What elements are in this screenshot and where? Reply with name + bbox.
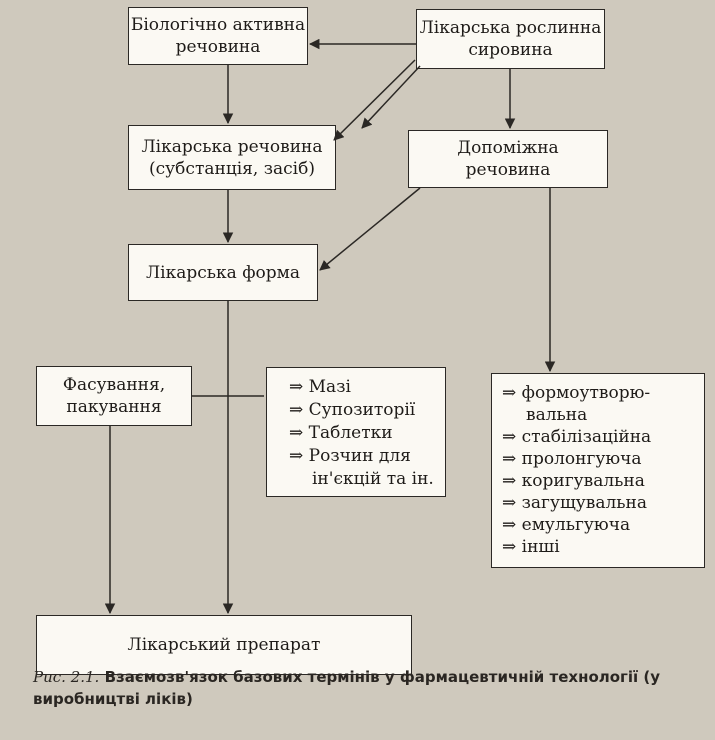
box-medicinal-product: Лікарський препарат bbox=[36, 615, 412, 675]
box-dosage-form: Лікарська форма bbox=[128, 244, 318, 301]
list-item: ⇒ Мазі bbox=[289, 377, 351, 397]
list-item: ⇒ Розчин для bbox=[289, 446, 411, 466]
box-text-line: (субстанція, засіб) bbox=[149, 158, 315, 179]
box-text-line: речовина bbox=[465, 160, 551, 180]
list-item: ⇒ стабілізаційна bbox=[502, 427, 652, 447]
list-item: ⇒ пролонгуюча bbox=[502, 449, 642, 469]
list-item: ін'єкцій та ін. bbox=[312, 469, 434, 489]
list-item: ⇒ інші bbox=[502, 537, 560, 557]
box-packaging: Фасування, пакування bbox=[36, 366, 192, 426]
figure-caption: Рис. 2.1. Взаємозв'язок базових термінів… bbox=[33, 666, 709, 710]
box-text-line: Фасування, bbox=[62, 375, 166, 395]
list-item: ⇒ загущувальна bbox=[502, 493, 647, 513]
list-item: ⇒ Таблетки bbox=[289, 423, 393, 443]
box-text-line: Допоміжна bbox=[457, 138, 559, 158]
box-biologically-active-substance: Біологічно активна речовина bbox=[128, 7, 308, 65]
box-text-line: Лікарська рослинна bbox=[419, 18, 602, 38]
box-auxiliary-substance: Допоміжна речовина bbox=[408, 130, 608, 188]
list-item: ⇒ Супозиторії bbox=[289, 400, 416, 420]
box-medicinal-plant-raw-material: Лікарська рослинна сировина bbox=[416, 9, 605, 69]
figure-label: Рис. 2.1. bbox=[33, 668, 100, 686]
list-item: ⇒ коригувальна bbox=[502, 471, 645, 491]
box-text-line: Лікарська форма bbox=[146, 262, 300, 283]
box-text-line: сировина bbox=[468, 40, 553, 60]
box-text-line: пакування bbox=[66, 397, 162, 417]
box-auxiliary-functions-list: ⇒ формоутворю- вальна ⇒ стабілізаційна ⇒… bbox=[491, 373, 705, 568]
box-text-line: Лікарська речовина bbox=[141, 136, 323, 157]
box-text-line: Лікарський препарат bbox=[127, 635, 321, 655]
box-drug-substance: Лікарська речовина (субстанція, засіб) bbox=[128, 125, 336, 190]
list-item: вальна bbox=[526, 405, 588, 425]
figure-caption-text: Взаємозв'язок базових термінів у фармаце… bbox=[33, 668, 661, 708]
box-text-line: речовина bbox=[175, 37, 261, 57]
list-item: ⇒ формоутворю- bbox=[502, 383, 651, 403]
box-dosage-forms-list: ⇒ Мазі ⇒ Супозиторії ⇒ Таблетки ⇒ Розчин… bbox=[266, 367, 446, 497]
list-item: ⇒ емульгуюча bbox=[502, 515, 631, 535]
box-text-line: Біологічно активна bbox=[130, 15, 306, 35]
